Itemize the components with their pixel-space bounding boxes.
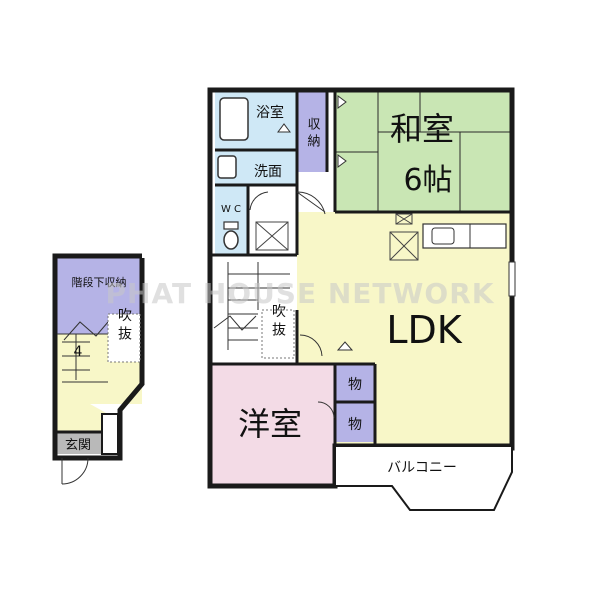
mono-storage-2 [335,402,375,442]
mono-storage-1 [335,364,375,402]
label-stair-storage: 階段下収納 [72,275,127,289]
label-fukinuke-left: 吹 抜 [116,308,132,342]
label-mono-1: 物 [348,377,362,393]
label-fukinuke-right: 吹 抜 [270,304,286,338]
label-balcony: バルコニー [387,460,457,476]
balcony [334,445,513,511]
tatami-lines [335,92,510,212]
washbasin-icon [217,155,237,179]
label-washitsu: 和室 [390,110,454,148]
label-wash: 洗面 [254,164,282,180]
doors [249,95,354,419]
left-stairs [57,321,109,383]
label-washitsu-size: 6帖 [403,163,452,198]
fukinuke-right-box [261,309,295,359]
staircase [213,262,290,350]
label-youshitsu: 洋室 [238,405,302,443]
left-walls [52,253,145,461]
fridge-space-icon [389,213,419,261]
youshitsu-area [210,364,335,484]
interior-walls [210,92,510,446]
label-ldk: LDK [386,308,462,352]
vent-icon [255,221,289,251]
watermark: PHAT HOUSE NETWORK [106,277,495,310]
label-floor-num: 4 [74,344,83,360]
bathtub-icon [219,97,249,141]
label-bath: 浴室 [256,104,284,121]
window [508,261,516,297]
hall-area [248,185,297,255]
fukinuke-left-box [107,313,141,363]
genkan-area [57,432,105,454]
storage-top [297,92,327,172]
toilet-icon [223,230,239,250]
toilet-tank-icon [223,221,239,230]
label-genkan: 玄関 [65,438,91,453]
sink-icon [431,227,455,245]
entry-door-icon [61,457,89,485]
label-storage-top: 収 納 [305,117,321,149]
label-mono-2: 物 [348,417,362,433]
shoe-box [101,413,119,455]
label-wc: W C [221,204,241,215]
entry-hall [57,404,108,432]
